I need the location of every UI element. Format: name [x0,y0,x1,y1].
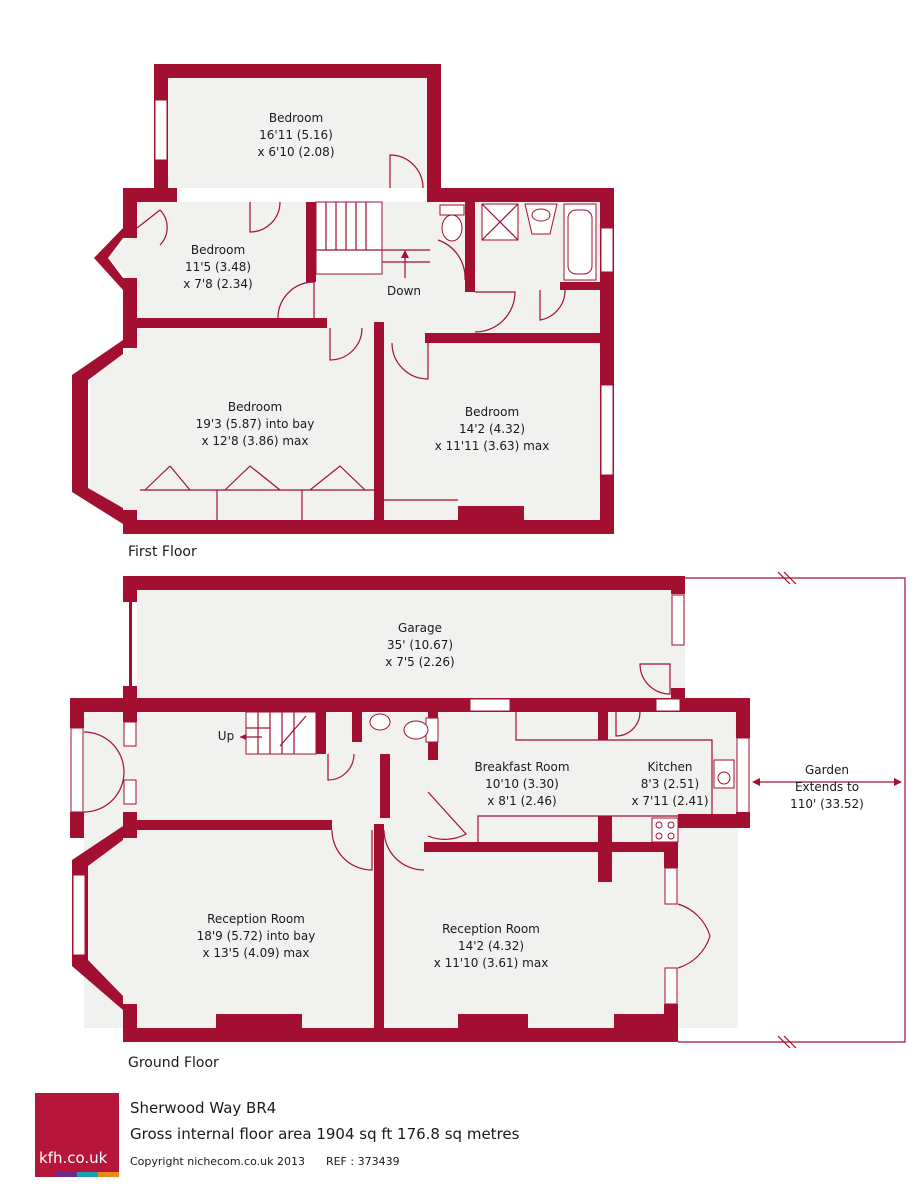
room-reception-right: Reception Room 14'2 (4.32) x 11'10 (3.61… [434,922,549,970]
room-dim-2: x 13'5 (4.09) max [203,946,310,960]
ground-floor-label: Ground Floor [128,1055,219,1071]
ground-floor-doors [327,663,711,969]
room-dim-2: x 7'11 (2.41) [631,794,708,808]
room-dim-1: 18'9 (5.72) into bay [197,929,316,943]
room-dim-1: 11'5 (3.48) [185,260,251,274]
garden-label: Garden Extends to 110' (33.52) [790,763,864,811]
room-bedroom-small: Bedroom 11'5 (3.48) x 7'8 (2.34) [183,243,252,291]
stairs-up-label: Up [218,729,234,743]
room-bedroom-top: Bedroom 16'11 (5.16) x 6'10 (2.08) [257,111,334,159]
room-dim-2: x 7'5 (2.26) [385,655,454,669]
room-dim-1: 19'3 (5.87) into bay [196,417,315,431]
room-name: Reception Room [442,922,540,936]
kitchen-units [469,698,735,843]
room-name: Bedroom [269,111,323,125]
room-dim-1: 14'2 (4.32) [458,939,524,953]
room-dim-1: 10'10 (3.30) [485,777,559,791]
reference-text: REF : 373439 [325,1155,400,1168]
room-name: Reception Room [207,912,305,926]
garden-outline [678,571,906,1049]
room-dim-1: 8'3 (2.51) [641,777,699,791]
room-bedroom-right: Bedroom 14'2 (4.32) x 11'11 (3.63) max [435,405,550,453]
room-dim-2: x 7'8 (2.34) [183,277,252,291]
first-floor-plan: Bedroom 16'11 (5.16) x 6'10 (2.08) Bedro… [72,64,614,560]
room-dim-2: x 12'8 (3.86) max [202,434,309,448]
copyright-line: Copyright nichecom.co.uk 2013 REF : 3734… [130,1155,400,1168]
garden-line-1: Garden [805,763,849,777]
room-name: Garage [398,621,442,635]
first-floor-label: First Floor [128,544,197,560]
room-name: Bedroom [465,405,519,419]
room-reception-bay: Reception Room 18'9 (5.72) into bay x 13… [197,912,316,960]
room-dim-2: x 11'10 (3.61) max [434,956,549,970]
stairs-down-label: Down [387,284,421,298]
logo-stripe-2 [56,1172,77,1177]
room-name: Bedroom [191,243,245,257]
copyright-text: Copyright nichecom.co.uk 2013 [130,1155,305,1168]
garden-line-3: 110' (33.52) [790,797,864,811]
room-name: Breakfast Room [474,760,569,774]
first-floor-doors [136,154,566,520]
room-kitchen: Kitchen 8'3 (2.51) x 7'11 (2.41) [631,760,708,808]
room-breakfast: Breakfast Room 10'10 (3.30) x 8'1 (2.46) [474,760,569,808]
floor-area: Gross internal floor area 1904 sq ft 176… [130,1125,520,1143]
first-floor-stairs [315,201,430,278]
wc-fixtures [369,713,439,743]
logo-stripe-3 [77,1172,98,1177]
room-dim-1: 35' (10.67) [387,638,453,652]
garden-line-2: Extends to [795,780,859,794]
logo-stripe-4 [98,1172,119,1177]
room-dim-1: 16'11 (5.16) [259,128,333,142]
ground-floor-stairs [240,711,317,755]
bathroom-fixtures [439,203,597,281]
room-dim-2: x 11'11 (3.63) max [435,439,550,453]
room-garage: Garage 35' (10.67) x 7'5 (2.26) [385,621,454,669]
room-name: Bedroom [228,400,282,414]
property-address: Sherwood Way BR4 [130,1099,277,1117]
logo-text: kfh.co.uk [39,1149,108,1167]
room-dim-2: x 8'1 (2.46) [487,794,556,808]
room-name: Kitchen [647,760,692,774]
kfh-logo: kfh.co.uk [35,1093,119,1177]
ground-floor-plan: Garage 35' (10.67) x 7'5 (2.26) Breakfas… [70,571,906,1071]
room-bedroom-bay: Bedroom 19'3 (5.87) into bay x 12'8 (3.8… [196,400,315,448]
logo-stripe-1 [35,1172,56,1177]
room-dim-2: x 6'10 (2.08) [257,145,334,159]
room-dim-1: 14'2 (4.32) [459,422,525,436]
footer: kfh.co.uk Sherwood Way BR4 Gross interna… [0,1085,923,1200]
